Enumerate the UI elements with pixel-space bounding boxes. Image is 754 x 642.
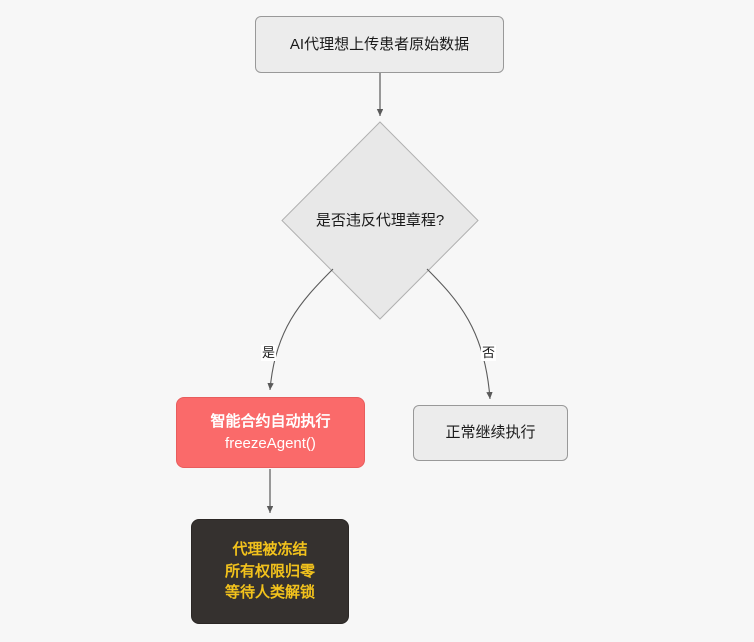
node-result-line1: 代理被冻结 [232, 540, 308, 558]
node-continue-label: 正常继续执行 [445, 424, 536, 442]
node-result-line3: 等待人类解锁 [224, 584, 315, 602]
node-smart-contract-freeze[interactable]: 智能合约自动执行 freezeAgent() [176, 397, 365, 468]
node-start-label: AI代理想上传患者原始数据 [289, 35, 470, 53]
node-decision-charter-violation[interactable]: 是否违反代理章程? [281, 121, 479, 320]
node-agent-frozen-result[interactable]: 代理被冻结 所有权限归零 等待人类解锁 [191, 519, 349, 624]
node-start-upload-request[interactable]: AI代理想上传患者原始数据 [255, 16, 504, 73]
node-freeze-line2: freezeAgent() [225, 434, 316, 452]
edge-label-yes: 是 [261, 345, 277, 361]
edge-label-no-text: 否 [482, 345, 496, 360]
node-decision-label: 是否违反代理章程? [315, 211, 445, 229]
edge-label-no: 否 [481, 345, 497, 361]
edge-label-yes-text: 是 [262, 345, 276, 360]
node-result-line2: 所有权限归零 [224, 562, 315, 580]
node-freeze-line1: 智能合约自动执行 [210, 412, 331, 430]
node-normal-continue[interactable]: 正常继续执行 [413, 405, 568, 461]
